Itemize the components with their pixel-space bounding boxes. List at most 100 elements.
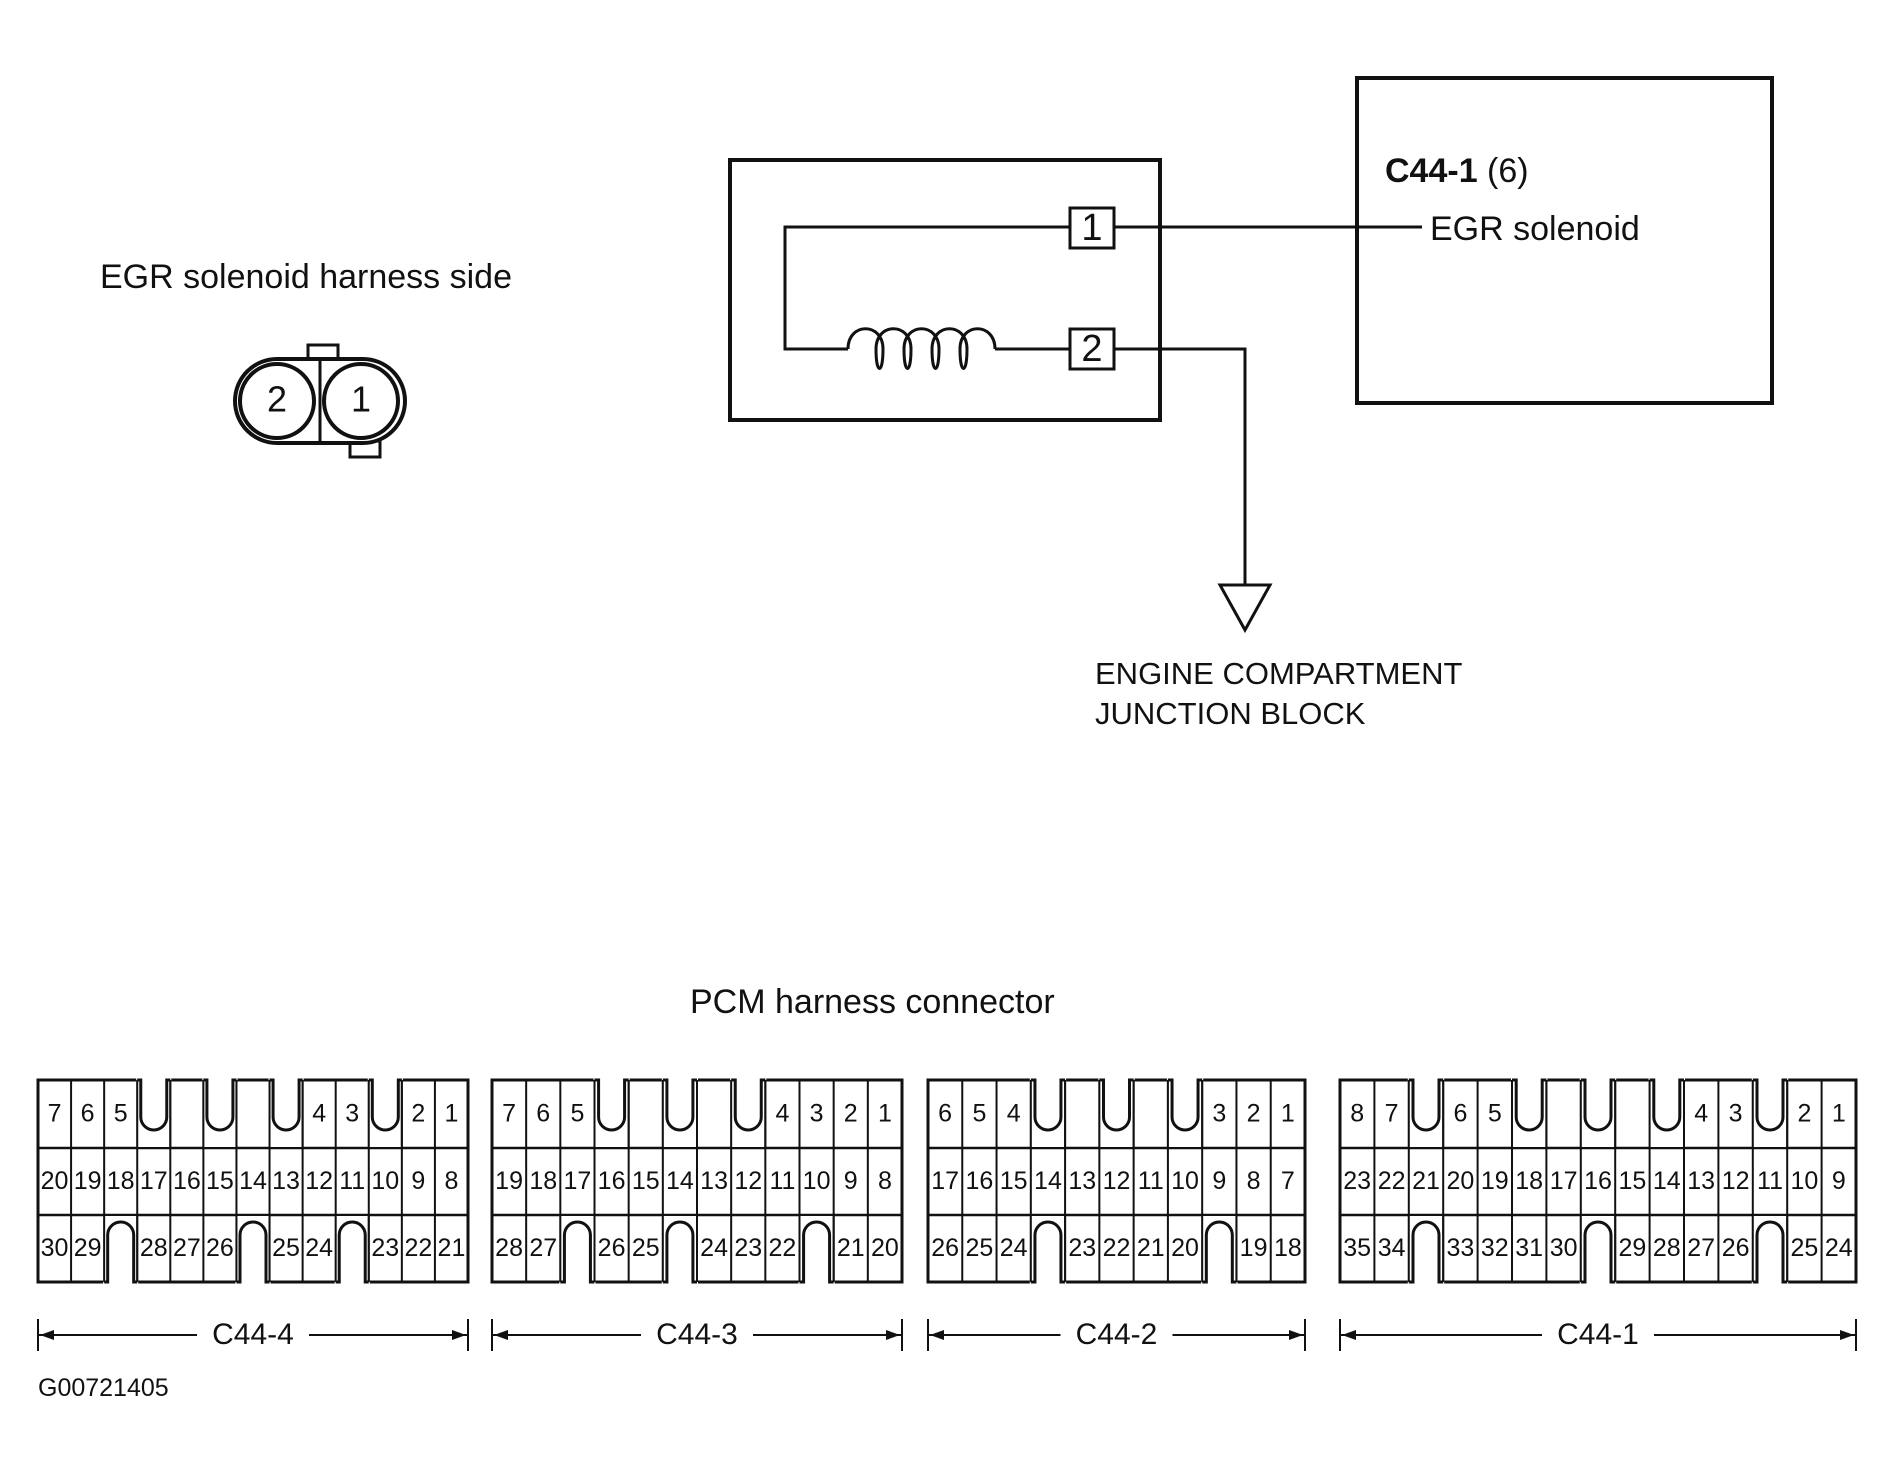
pin-label: 35 [1343, 1234, 1371, 1262]
pin-label: 9 [1212, 1167, 1226, 1195]
pin-label: 18 [107, 1167, 135, 1195]
connector-name-label: C44-3 [656, 1318, 738, 1351]
pin-label: 26 [598, 1234, 626, 1262]
pcm-egr-solenoid-label: EGR solenoid [1430, 210, 1640, 248]
egr-solenoid-box [728, 158, 1162, 422]
connector-notch [799, 1220, 834, 1284]
pin-label: 13 [700, 1167, 728, 1195]
pin-label: 3 [1729, 1100, 1743, 1128]
pin-label: 10 [371, 1167, 399, 1195]
schematic-pin-2-label: 2 [1081, 328, 1102, 370]
pin-label: 14 [1034, 1167, 1062, 1195]
pin-label: 22 [1103, 1234, 1131, 1262]
pin-label: 14 [666, 1167, 694, 1195]
pin-label: 6 [536, 1100, 550, 1128]
pin-label: 15 [206, 1167, 234, 1195]
pin-label: 7 [1385, 1100, 1399, 1128]
pin-label: 19 [1481, 1167, 1509, 1195]
pin-label: 12 [1103, 1167, 1131, 1195]
connector-notch [1580, 1078, 1616, 1132]
junction-block-label: ENGINE COMPARTMENT JUNCTION BLOCK [1095, 654, 1462, 734]
connector-notch [236, 1220, 270, 1284]
connector-notch [137, 1078, 171, 1132]
connector-notch [1752, 1078, 1788, 1132]
pcm-terminal-ref-connector: C44-1 [1385, 152, 1478, 190]
pin-label: 24 [1000, 1234, 1028, 1262]
pin-label: 26 [931, 1234, 959, 1262]
pin-label: 29 [74, 1234, 102, 1262]
pin-label: 20 [1171, 1234, 1199, 1262]
pin-label: 31 [1515, 1234, 1543, 1262]
connector-notch [1167, 1078, 1203, 1132]
connector-notch [203, 1078, 237, 1132]
pin-label: 21 [1412, 1167, 1440, 1195]
pin-label: 15 [632, 1167, 660, 1195]
pin-label: 11 [1757, 1167, 1783, 1195]
pin-label: 7 [502, 1100, 516, 1128]
schematic-pin-1-label: 1 [1081, 207, 1102, 249]
pin-label: 16 [598, 1167, 626, 1195]
pin-label: 25 [272, 1234, 300, 1262]
pin-label: 33 [1446, 1234, 1474, 1262]
pcm-terminal-ref: C44-1 (6) [1385, 152, 1529, 191]
pin-label: 18 [1274, 1234, 1302, 1262]
pin-label: 3 [1212, 1100, 1226, 1128]
pcm-box [1355, 76, 1774, 405]
connector-notch [1752, 1220, 1788, 1284]
pin-label: 6 [81, 1100, 95, 1128]
pin-label: 28 [140, 1234, 168, 1262]
pin-label: 5 [570, 1100, 584, 1128]
pin-label: 2 [1797, 1100, 1811, 1128]
connector-notch [269, 1078, 303, 1132]
pin-label: 26 [206, 1234, 234, 1262]
pin-label: 30 [41, 1234, 69, 1262]
pin-label: 28 [495, 1234, 523, 1262]
solenoid-connector-face: 2 1 [233, 343, 407, 459]
pin-label: 16 [1584, 1167, 1612, 1195]
pin-label: 4 [1694, 1100, 1708, 1128]
pin-label: 13 [1068, 1167, 1096, 1195]
connector-notch [731, 1078, 766, 1132]
pin-label: 20 [1446, 1167, 1474, 1195]
pin-label: 10 [1790, 1167, 1818, 1195]
pcm-connector-title: PCM harness connector [690, 983, 1055, 1021]
pin-label: 19 [74, 1167, 102, 1195]
pcm-terminal-ref-pin: (6) [1477, 152, 1529, 190]
pin-label: 17 [1550, 1167, 1578, 1195]
connector-name-label: C44-1 [1557, 1318, 1639, 1351]
pin-label: 24 [700, 1234, 728, 1262]
pin-label: 25 [632, 1234, 660, 1262]
pin-label: 9 [844, 1167, 858, 1195]
connector-name-label: C44-2 [1076, 1318, 1158, 1351]
pin-label: 21 [837, 1234, 865, 1262]
solenoid-pin-1-label: 1 [351, 379, 371, 420]
connector-notch [1649, 1078, 1684, 1132]
pin-label: 17 [931, 1167, 959, 1195]
connector-name-label: C44-4 [212, 1318, 294, 1351]
pin-label: 27 [173, 1234, 201, 1262]
pin-label: 20 [871, 1234, 899, 1262]
pin-label: 24 [1825, 1234, 1853, 1262]
pin-label: 8 [445, 1167, 459, 1195]
pin-label: 12 [1722, 1167, 1750, 1195]
pin-label: 6 [1453, 1100, 1467, 1128]
pin-label: 21 [1137, 1234, 1165, 1262]
pin-label: 5 [114, 1100, 128, 1128]
pin-label: 16 [173, 1167, 201, 1195]
pin-label: 21 [438, 1234, 466, 1262]
connector-notch [662, 1078, 697, 1132]
solenoid-pin-2-label: 2 [267, 379, 287, 420]
connector-notch [560, 1220, 595, 1284]
pin-label: 23 [1068, 1234, 1096, 1262]
pin-label: 28 [1653, 1234, 1681, 1262]
pin-label: 13 [272, 1167, 300, 1195]
pin-label: 23 [1343, 1167, 1371, 1195]
pin-label: 19 [1240, 1234, 1268, 1262]
pin-label: 8 [878, 1167, 892, 1195]
pin-label: 4 [312, 1100, 326, 1128]
connector-notch [1099, 1078, 1134, 1132]
pin-label: 30 [1550, 1234, 1578, 1262]
pin-label: 8 [1247, 1167, 1261, 1195]
